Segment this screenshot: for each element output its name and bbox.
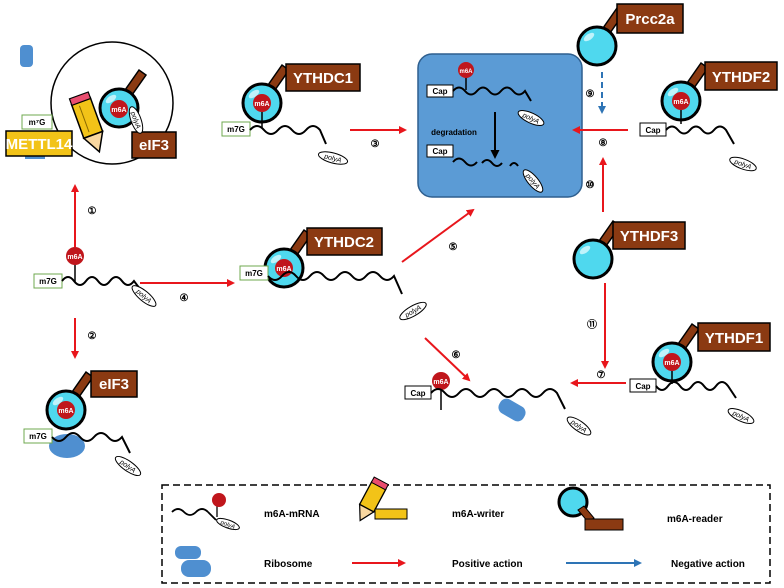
degradation-box: m6A Cap polyA degradation Cap polyA xyxy=(417,53,583,198)
ythdc2-label: YTHDC2 xyxy=(314,234,374,251)
ythdf1-label: YTHDF1 xyxy=(705,330,763,347)
ythdc2-complex: m6A YTHDC2 m7G polyA xyxy=(239,227,427,321)
legend-writer-icon xyxy=(358,476,389,522)
svg-text:m6A: m6A xyxy=(459,69,473,75)
svg-text:m7G: m7G xyxy=(227,125,245,134)
step-6-label: ⑥ xyxy=(452,350,461,361)
legend-negative-label: Negative action xyxy=(671,559,745,570)
svg-text:polyA: polyA xyxy=(218,520,235,531)
legend-mrna-icon: polyA xyxy=(171,493,240,531)
svg-text:m6A: m6A xyxy=(254,101,269,108)
ythdf3-box xyxy=(612,221,686,250)
step-9-label: ⑨ xyxy=(586,89,595,100)
prrc2a-label: Prcc2a xyxy=(625,11,675,28)
svg-text:Cap: Cap xyxy=(645,126,660,135)
step-4-label: ④ xyxy=(180,293,189,304)
ythdf2-box xyxy=(704,61,778,91)
ythdf1-box xyxy=(697,322,771,352)
eif3-box-bottom xyxy=(90,370,138,398)
svg-text:m6A: m6A xyxy=(673,99,688,106)
step-5-label: ⑤ xyxy=(449,242,458,253)
ythdf3-label: YTHDF3 xyxy=(620,228,678,245)
arrow-step-5 xyxy=(401,208,475,263)
ythdf2-label: YTHDF2 xyxy=(712,69,770,86)
legend-writer-label: m6A-writer xyxy=(452,509,504,520)
m6a-label: m6A xyxy=(111,107,126,114)
svg-text:m6A: m6A xyxy=(58,408,73,415)
ribosome-center xyxy=(498,398,526,422)
m7g-cap-label xyxy=(21,114,53,130)
svg-text:m6A: m6A xyxy=(433,379,448,386)
mettl14-box xyxy=(5,130,73,157)
svg-text:Cap: Cap xyxy=(635,382,650,391)
svg-text:m6A: m6A xyxy=(67,254,82,261)
prrc2a-box xyxy=(616,3,684,34)
svg-text:m6A: m6A xyxy=(664,360,679,367)
m6a-dot xyxy=(110,100,128,118)
degradation-label: degradation xyxy=(431,128,477,137)
m7g-label: m⁷G xyxy=(29,118,46,127)
svg-text:Cap: Cap xyxy=(432,87,447,96)
legend-mrna-label: m6A-mRNA xyxy=(264,509,320,520)
step-7-label: ⑦ xyxy=(597,370,606,381)
step-2-label: ② xyxy=(88,331,97,342)
legend-writer-bar xyxy=(374,508,408,520)
step-11-label: ⑪ xyxy=(587,318,597,331)
legend-positive-label: Positive action xyxy=(452,559,523,570)
svg-text:m7G: m7G xyxy=(245,269,263,278)
ythdc1-label: YTHDC1 xyxy=(293,70,353,87)
eif3-box-top xyxy=(131,131,177,159)
mrna-translation: m6A Cap polyA xyxy=(404,372,592,436)
ythdc1-box xyxy=(285,63,361,92)
writer-pencil-icon xyxy=(68,91,104,154)
legend-ribosome-icon xyxy=(175,546,211,577)
step-8-label: ⑧ xyxy=(599,138,608,149)
ythdc2-box xyxy=(306,227,383,256)
legend-border xyxy=(161,484,771,584)
legend-reader-icon xyxy=(557,486,624,531)
ribosome-small-subunit xyxy=(20,45,33,67)
step-3-label: ③ xyxy=(371,139,380,150)
eif3-label-top: eIF3 xyxy=(139,137,169,154)
svg-text:Cap: Cap xyxy=(432,147,447,156)
step-1-label: ① xyxy=(88,206,97,217)
svg-text:Cap: Cap xyxy=(410,389,425,398)
ythdc1-complex: m6A YTHDC1 m7G polyA xyxy=(221,63,361,165)
legend-reader-label: m6A-reader xyxy=(667,514,723,525)
prrc2a-complex: Prcc2a xyxy=(576,3,684,67)
arrow-step-6 xyxy=(424,337,471,382)
mrna-center-left: m6A m7G polyA xyxy=(33,247,157,307)
eif3-bottom-complex: m6A eIF3 m7G polyA xyxy=(23,370,142,477)
svg-text:m7G: m7G xyxy=(29,432,47,441)
eif3-label-bottom: eIF3 xyxy=(99,376,129,393)
ythdf1-complex: m6A YTHDF1 Cap polyA xyxy=(629,322,771,424)
writer-complex: m⁷G METTL14 m6A eIF3 polyA xyxy=(5,41,177,165)
ythdf3-complex: YTHDF3 xyxy=(572,219,686,280)
ythdf2-complex: m6A YTHDF2 Cap polyA xyxy=(639,61,778,171)
svg-text:m6A: m6A xyxy=(276,266,291,273)
svg-text:polyA: polyA xyxy=(322,153,342,165)
legend: polyA m6A-mRNA m6A-writer m6A-reader Rib… xyxy=(161,476,771,584)
legend-ribosome-label: Ribosome xyxy=(264,559,313,570)
svg-text:m7G: m7G xyxy=(39,277,57,286)
step-10-label: ⑩ xyxy=(586,180,595,191)
mettl14-label: METTL14 xyxy=(6,136,73,153)
